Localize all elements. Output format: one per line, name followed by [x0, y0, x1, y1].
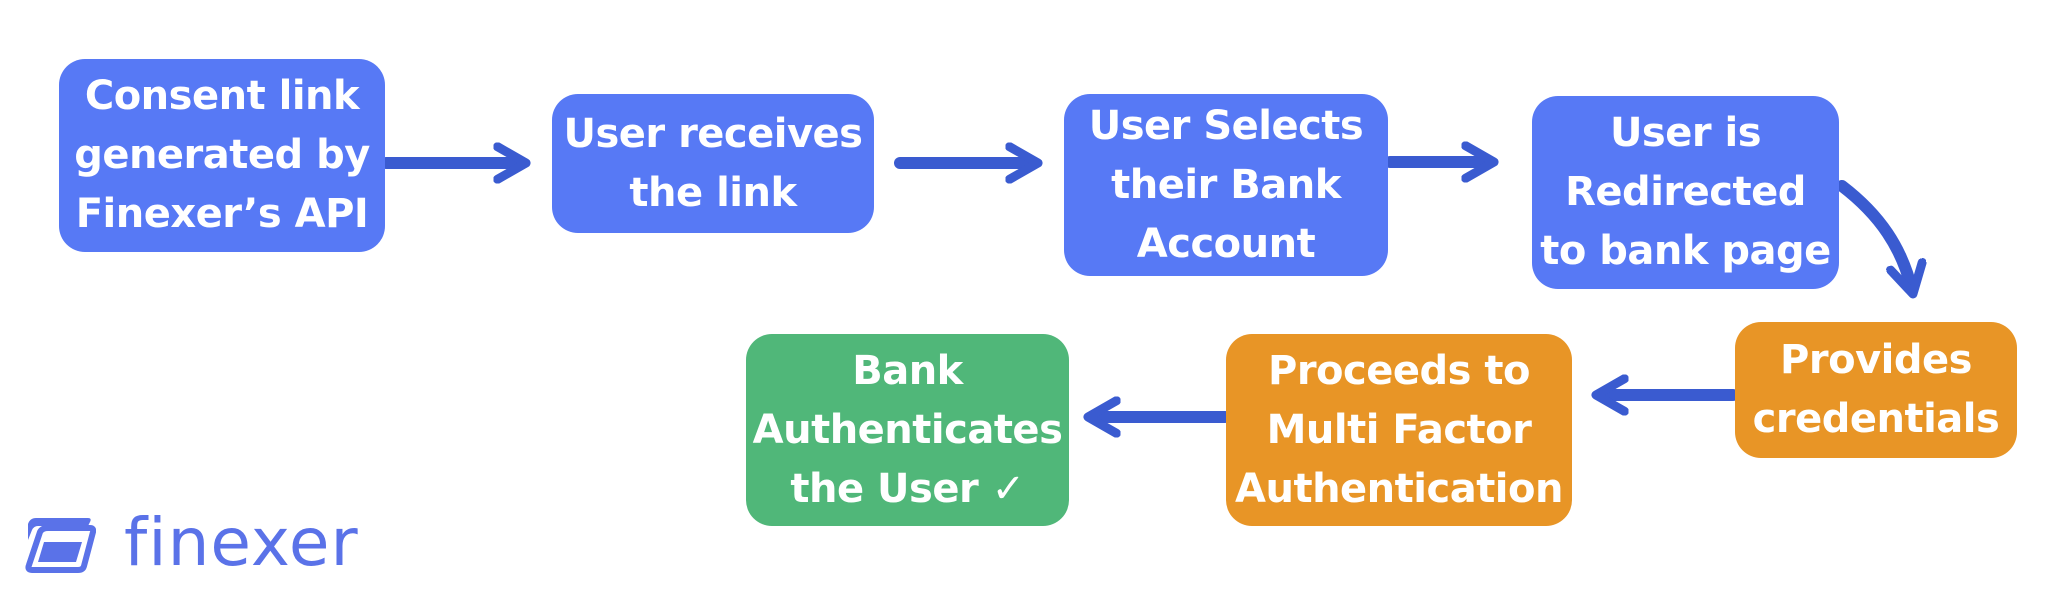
step-consent-link: Consent link generated by Finexer’s API — [59, 59, 385, 252]
step-provides-credentials: Provides credentials — [1735, 322, 2017, 458]
finexer-wordmark: finexer — [124, 504, 359, 581]
step-user-receives-link: User receives the link — [552, 94, 874, 233]
arrow-step4-to-step5 — [1836, 180, 1912, 290]
finexer-logo: finexer — [22, 508, 359, 578]
step-multi-factor-auth: Proceeds to Multi Factor Authentication — [1226, 334, 1572, 526]
step-user-selects-bank: User Selects their Bank Account — [1064, 94, 1388, 276]
step-user-redirected: User is Redirected to bank page — [1532, 96, 1839, 289]
finexer-logo-icon — [25, 518, 96, 573]
step-bank-authenticates: Bank Authenticates the User ✓ — [746, 334, 1069, 526]
